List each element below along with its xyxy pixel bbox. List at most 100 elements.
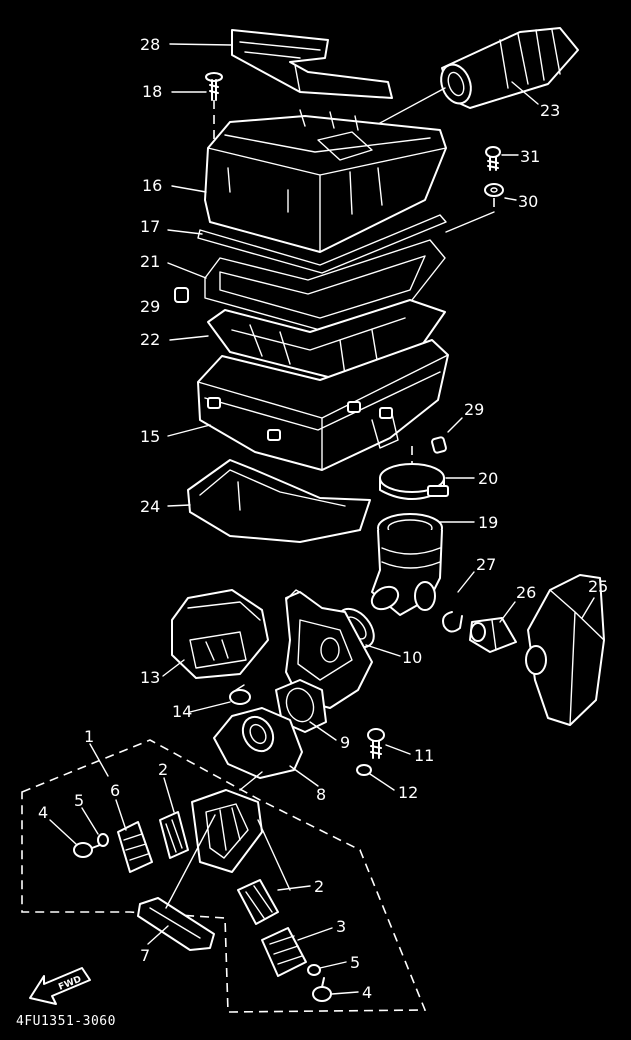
part-8-intake-manifold <box>213 707 303 779</box>
callout-5-lower: 5 <box>350 953 360 972</box>
part-21-gasket <box>204 239 446 331</box>
leader-15 <box>167 424 211 437</box>
part-30-washer <box>484 183 504 197</box>
part-2-reeds-upper <box>159 811 189 859</box>
leader-6 <box>115 799 127 831</box>
part-26-hose-fitting <box>469 617 517 653</box>
leader-27 <box>457 571 475 593</box>
callout-21: 21 <box>140 252 160 271</box>
part-7-gasket <box>137 897 215 951</box>
part-6-reed-stopper <box>117 821 153 873</box>
callout-3: 3 <box>336 917 346 936</box>
leader-1 <box>89 743 109 777</box>
part-11-bolt <box>367 728 385 759</box>
part-4-screw-lower <box>312 977 332 1002</box>
callout-16: 16 <box>142 176 162 195</box>
leader-2b <box>277 885 311 891</box>
callout-9: 9 <box>340 733 350 752</box>
part-28-filter-element <box>231 29 393 99</box>
leader-3 <box>297 927 333 941</box>
callout-20: 20 <box>478 469 498 488</box>
leader-7-to-plate <box>165 814 216 909</box>
fwd-arrow-icon: FWD <box>29 967 91 1005</box>
callout-4-lower: 4 <box>362 983 372 1002</box>
callout-17: 17 <box>140 217 160 236</box>
part-4-screw-upper <box>73 842 101 858</box>
leader-9 <box>309 721 337 741</box>
leader-23 <box>511 81 539 105</box>
part-5-washer-lower <box>307 964 321 976</box>
part-3-reed-stopper-lower <box>261 927 307 977</box>
leader-10 <box>365 644 401 657</box>
callout-2-upper: 2 <box>158 760 168 779</box>
leader-28 <box>169 43 233 46</box>
part-19-joint <box>370 513 443 616</box>
part-20-clamp <box>379 463 449 500</box>
leader-30 <box>504 197 517 201</box>
callout-6: 6 <box>110 781 120 800</box>
part-27-clip <box>442 611 463 633</box>
leader-17 <box>167 229 203 235</box>
carburetor-body <box>285 589 373 709</box>
leader-7 <box>147 925 169 945</box>
part-29-cap-upper <box>174 287 189 303</box>
callout-7: 7 <box>140 946 150 965</box>
callout-labels: 28 18 23 31 30 16 17 21 29 22 29 15 20 2… <box>38 35 608 1002</box>
callout-29-upper: 29 <box>140 297 160 316</box>
callout-24: 24 <box>140 497 160 516</box>
callout-25: 25 <box>588 577 608 596</box>
leader-4b <box>331 991 359 995</box>
callout-12: 12 <box>398 783 418 802</box>
callout-28: 28 <box>140 35 160 54</box>
leader-30-to-case <box>445 211 495 233</box>
leader-5a <box>81 807 99 835</box>
leader-22 <box>169 335 209 341</box>
leader-21 <box>167 262 207 279</box>
callout-30: 30 <box>518 192 538 211</box>
reed-valve-plate <box>191 789 263 873</box>
callout-11: 11 <box>414 746 434 765</box>
callout-19: 19 <box>478 513 498 532</box>
callout-26: 26 <box>516 583 536 602</box>
part-2-reeds-lower <box>237 879 279 925</box>
leader-2a <box>163 777 175 813</box>
part-29-cap-lower <box>431 436 447 454</box>
leader-24 <box>167 504 191 507</box>
reed-valve-assembly-outline <box>21 739 427 1013</box>
callout-22: 22 <box>140 330 160 349</box>
part-5-washer-upper <box>97 833 109 847</box>
callout-10: 10 <box>402 648 422 667</box>
leader-26 <box>499 601 516 623</box>
callout-29-lower: 29 <box>464 400 484 419</box>
callout-14: 14 <box>172 702 192 721</box>
part-23-intake-duct <box>440 27 579 109</box>
callout-1: 1 <box>84 727 94 746</box>
diagram-code: 4FU1351-3060 <box>16 1014 116 1029</box>
callout-4-upper: 4 <box>38 803 48 822</box>
leader-29b <box>447 417 463 433</box>
part-12-collar <box>356 764 372 776</box>
callout-15: 15 <box>140 427 160 446</box>
leader-12 <box>369 773 395 791</box>
part-14-clamp <box>229 684 251 705</box>
leader-4a <box>49 819 77 845</box>
part-31-bolt <box>485 146 501 171</box>
callout-2-lower: 2 <box>314 877 324 896</box>
leader-13 <box>162 659 185 677</box>
callout-23: 23 <box>540 101 560 120</box>
part-15-filter-case <box>197 339 449 471</box>
part-24-tray <box>187 459 371 543</box>
leader-25 <box>581 597 595 619</box>
leader-14 <box>189 701 231 713</box>
part-13-intake-cover <box>171 589 269 679</box>
leader-16 <box>171 185 207 193</box>
callout-13: 13 <box>140 668 160 687</box>
part-17-gasket <box>197 214 447 274</box>
leader-5b <box>319 961 347 969</box>
leader-plate-to-lower <box>257 819 291 891</box>
part-16-case-cover <box>204 109 447 253</box>
leader-8 <box>289 765 319 787</box>
part-25-end-cover <box>525 574 605 726</box>
callout-5-upper: 5 <box>74 791 84 810</box>
